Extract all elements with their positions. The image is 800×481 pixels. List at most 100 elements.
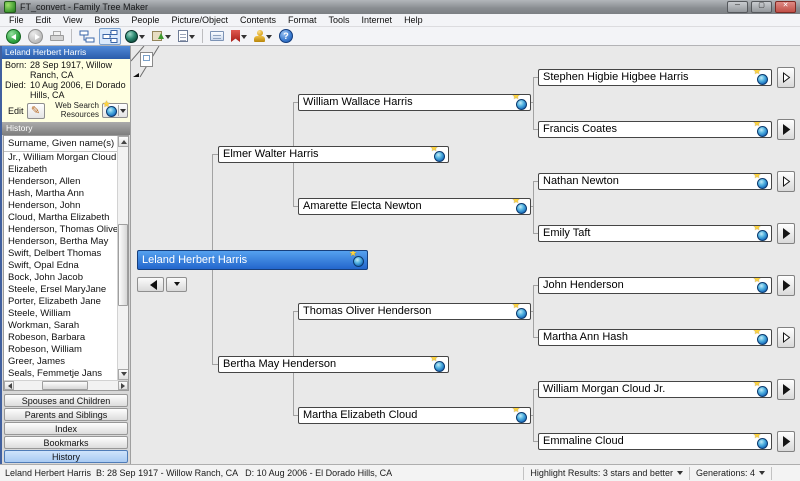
menu-view[interactable]: View bbox=[63, 15, 83, 25]
person-box[interactable]: Thomas Oliver Henderson ★ bbox=[298, 303, 531, 320]
expand-ancestors-button[interactable] bbox=[777, 223, 795, 244]
close-button[interactable]: ✕ bbox=[775, 1, 796, 13]
person-box[interactable]: Emily Taft ★ bbox=[538, 225, 772, 242]
history-list-item[interactable]: Hash, Martha Ann bbox=[8, 188, 85, 199]
person-box[interactable]: Stephen Higbie Higbee Harris ★ bbox=[538, 69, 772, 86]
web-search-star-icon[interactable]: ★ bbox=[512, 304, 527, 319]
web-search-star-icon[interactable]: ★ bbox=[512, 408, 527, 423]
help-button[interactable]: ? bbox=[276, 28, 296, 45]
web-search-star-icon[interactable]: ★ bbox=[753, 122, 768, 137]
web-search-star-icon[interactable]: ★ bbox=[753, 434, 768, 449]
back-button[interactable] bbox=[3, 28, 24, 45]
person-box[interactable]: Emmaline Cloud ★ bbox=[538, 433, 772, 450]
menu-format[interactable]: Format bbox=[288, 15, 317, 25]
scrollbar-thumb[interactable] bbox=[118, 224, 128, 306]
labels-button[interactable] bbox=[207, 28, 227, 45]
scroll-up-button[interactable] bbox=[118, 136, 128, 147]
panel-flyout-handle[interactable] bbox=[140, 52, 153, 67]
history-list-item[interactable]: Swift, Delbert Thomas bbox=[8, 248, 102, 259]
web-search-star-icon[interactable]: ★ bbox=[349, 251, 364, 267]
web-search-star-icon[interactable]: ★ bbox=[430, 357, 445, 372]
history-list-item[interactable]: Seals, Femmetje Jans bbox=[8, 368, 102, 379]
highlight-results-dropdown[interactable]: Highlight Results: 3 stars and better bbox=[523, 466, 689, 480]
web-search-star-icon[interactable]: ★ bbox=[753, 174, 768, 189]
vertical-scrollbar[interactable] bbox=[117, 136, 128, 380]
history-list-item[interactable]: Greer, James bbox=[8, 356, 66, 367]
scrollbar-thumb[interactable] bbox=[42, 381, 88, 390]
web-search-star-icon[interactable]: ★ bbox=[430, 147, 445, 162]
history-list-item[interactable]: Robeson, Barbara bbox=[8, 332, 86, 343]
expand-ancestors-button[interactable] bbox=[777, 327, 795, 348]
web-search-resources-button[interactable]: ★ bbox=[102, 99, 128, 118]
history-list-item[interactable]: Henderson, Thomas Oliver bbox=[8, 224, 117, 235]
web-search-star-icon[interactable]: ★ bbox=[512, 95, 527, 110]
history-list-column-header[interactable]: Surname, Given name(s) bbox=[4, 136, 117, 152]
menu-picture-object[interactable]: Picture/Object bbox=[171, 15, 228, 25]
person-box[interactable]: John Henderson ★ bbox=[538, 277, 772, 294]
parents-and-siblings-button[interactable]: Parents and Siblings bbox=[4, 408, 128, 421]
history-list-item[interactable]: Jr., William Morgan Cloud bbox=[8, 152, 117, 163]
web-search-star-icon[interactable]: ★ bbox=[753, 278, 768, 293]
pedigree-back-button[interactable] bbox=[137, 277, 164, 292]
history-list-item[interactable]: Steele, William bbox=[8, 308, 71, 319]
history-list-item[interactable]: Henderson, Allen bbox=[8, 176, 81, 187]
bookmarks-button[interactable]: Bookmarks bbox=[4, 436, 128, 449]
menu-people[interactable]: People bbox=[131, 15, 160, 25]
menu-contents[interactable]: Contents bbox=[239, 15, 276, 25]
reports-button[interactable] bbox=[175, 28, 198, 45]
scroll-right-button[interactable] bbox=[118, 381, 128, 390]
history-list-item[interactable]: Elizabeth bbox=[8, 164, 48, 175]
person-box[interactable]: Martha Ann Hash ★ bbox=[538, 329, 772, 346]
minimize-button[interactable]: ─ bbox=[727, 1, 748, 13]
menu-internet[interactable]: Internet bbox=[361, 15, 393, 25]
history-list-item[interactable]: Steele, Ersel MaryJane bbox=[8, 284, 107, 295]
history-list-item[interactable]: Workman, Sarah bbox=[8, 320, 80, 331]
edit-button[interactable]: ✎ bbox=[26, 102, 45, 119]
history-list-item[interactable]: Swift, Opal Edna bbox=[8, 260, 79, 271]
expand-ancestors-button[interactable] bbox=[777, 119, 795, 140]
spouses-and-children-button[interactable]: Spouses and Children bbox=[4, 394, 128, 407]
person-box[interactable]: William Morgan Cloud Jr. ★ bbox=[538, 381, 772, 398]
web-search-star-icon[interactable]: ★ bbox=[753, 330, 768, 345]
generations-dropdown[interactable]: Generations: 4 bbox=[688, 466, 771, 480]
expand-ancestors-button[interactable] bbox=[777, 67, 795, 88]
pedigree-dropdown-button[interactable] bbox=[166, 277, 187, 292]
expand-ancestors-button[interactable] bbox=[777, 171, 795, 192]
web-search-star-icon[interactable]: ★ bbox=[753, 382, 768, 397]
person-box[interactable]: Elmer Walter Harris ★ bbox=[218, 146, 449, 163]
person-box[interactable]: Amarette Electa Newton ★ bbox=[298, 198, 531, 215]
restore-button[interactable]: ▢ bbox=[751, 1, 772, 13]
menu-books[interactable]: Books bbox=[94, 15, 120, 25]
history-list-item[interactable]: Henderson, Bertha May bbox=[8, 236, 109, 247]
history-list-item[interactable]: Robeson, William bbox=[8, 344, 82, 355]
picture-object-button[interactable] bbox=[149, 28, 174, 45]
web-search-star-icon[interactable]: ★ bbox=[753, 226, 768, 241]
bookmarks-button[interactable] bbox=[228, 28, 250, 45]
person-box[interactable]: Francis Coates ★ bbox=[538, 121, 772, 138]
expand-ancestors-button[interactable] bbox=[777, 379, 795, 400]
expand-ancestors-button[interactable] bbox=[777, 275, 795, 296]
expand-ancestors-button[interactable] bbox=[777, 431, 795, 452]
person-box[interactable]: William Wallace Harris ★ bbox=[298, 94, 531, 111]
print-button[interactable] bbox=[47, 28, 67, 45]
history-list-item[interactable]: Cloud, Martha Elizabeth bbox=[8, 212, 110, 223]
history-button[interactable]: History bbox=[4, 450, 128, 463]
research-journal-button[interactable] bbox=[251, 28, 275, 45]
web-search-star-icon[interactable]: ★ bbox=[512, 199, 527, 214]
horizontal-scrollbar[interactable] bbox=[4, 380, 128, 390]
person-box-root[interactable]: Leland Herbert Harris ★ bbox=[137, 250, 368, 270]
history-list-item[interactable]: Henderson, John bbox=[8, 200, 81, 211]
person-box[interactable]: Bertha May Henderson ★ bbox=[218, 356, 449, 373]
menu-file[interactable]: File bbox=[9, 15, 24, 25]
person-box[interactable]: Martha Elizabeth Cloud ★ bbox=[298, 407, 531, 424]
menu-help[interactable]: Help bbox=[404, 15, 423, 25]
person-box[interactable]: Nathan Newton ★ bbox=[538, 173, 772, 190]
web-search-toolbar-button[interactable] bbox=[122, 28, 148, 45]
family-view-button[interactable] bbox=[76, 28, 98, 45]
scroll-left-button[interactable] bbox=[4, 381, 14, 390]
forward-button[interactable] bbox=[25, 28, 46, 45]
history-list-item[interactable]: Bock, John Jacob bbox=[8, 272, 83, 283]
history-list-item[interactable]: Porter, Elizabeth Jane bbox=[8, 296, 101, 307]
web-search-star-icon[interactable]: ★ bbox=[753, 70, 768, 85]
menu-edit[interactable]: Edit bbox=[35, 15, 52, 25]
